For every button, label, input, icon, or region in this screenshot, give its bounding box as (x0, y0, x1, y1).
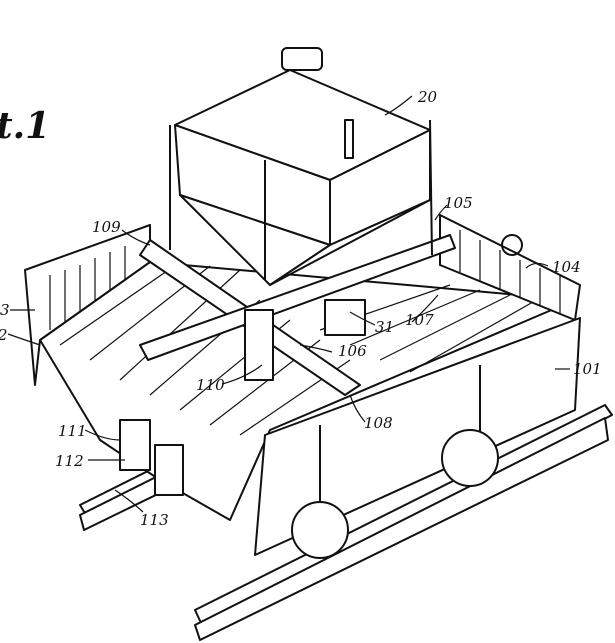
label-3: 3 (0, 301, 10, 319)
label-111: 111 (58, 422, 87, 440)
leader-lines (7, 95, 570, 513)
sill-112 (154, 444, 184, 496)
label-108: 108 (364, 414, 393, 432)
wheel (441, 429, 499, 487)
label-106: 106 (338, 342, 367, 360)
end-wall-right-ribs (459, 230, 561, 313)
label-110: 110 (196, 376, 225, 394)
side-wall (254, 317, 581, 556)
hopper (169, 47, 433, 286)
label-113: 113 (140, 511, 169, 529)
brace-31 (324, 299, 366, 336)
label-105: 105 (444, 194, 473, 212)
label-107: 107 (405, 311, 434, 329)
end-wall-ribs (49, 246, 126, 330)
label-112: 112 (55, 452, 84, 470)
label-101: 101 (573, 360, 602, 378)
label-2: 2 (0, 326, 8, 344)
end-wall-left (24, 224, 151, 386)
cross-beam-short (139, 234, 456, 361)
label-20: 20 (417, 88, 438, 106)
wheel (291, 501, 349, 559)
figure-title: t.1 (0, 105, 50, 147)
hand-wheel-icon (501, 234, 523, 256)
hopper-hatch (281, 47, 323, 71)
label-31: 31 (375, 318, 394, 336)
label-104: 104 (552, 258, 581, 276)
center-column (244, 309, 274, 381)
sill-111 (119, 419, 151, 471)
reference-labels: 20 105 109 104 3 2 31 107 106 110 108 10… (0, 88, 602, 529)
label-109: 109 (92, 218, 121, 236)
